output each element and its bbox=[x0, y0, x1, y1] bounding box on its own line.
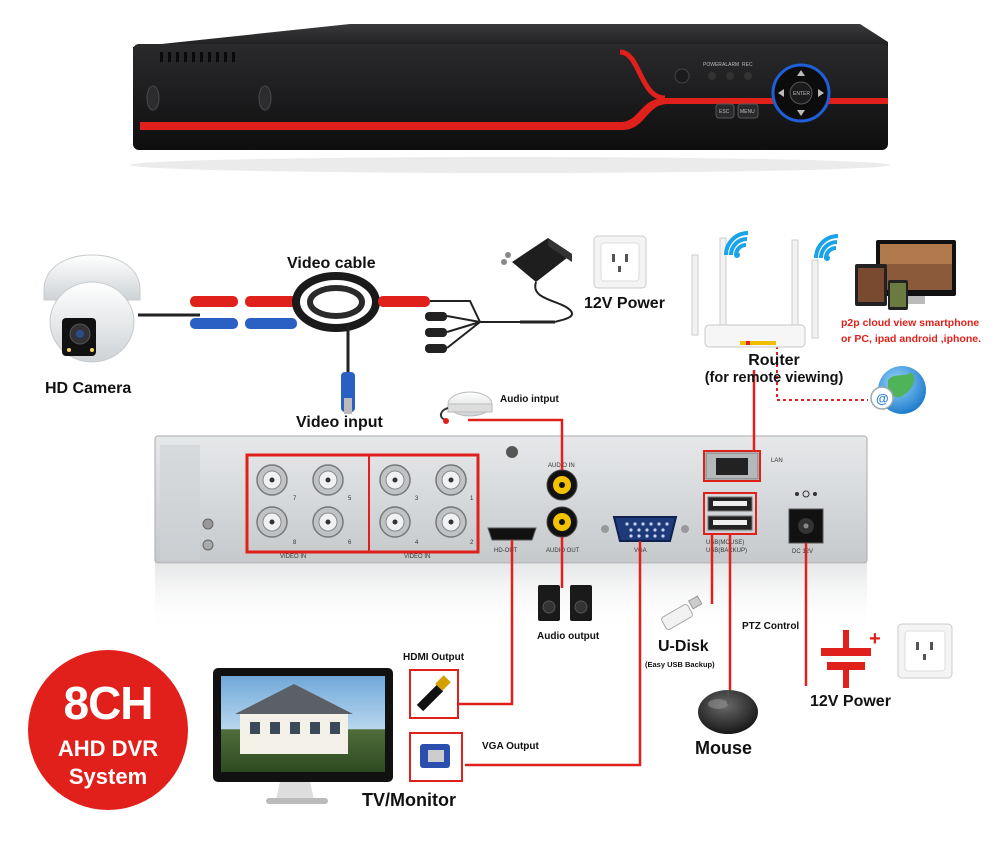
dome-camera bbox=[43, 254, 141, 363]
video-cable-label: Video cable bbox=[287, 255, 376, 272]
video-in-label-left: VIDEO IN bbox=[280, 554, 306, 560]
ptz-control-label: PTZ Control bbox=[742, 621, 800, 632]
viewing-devices bbox=[855, 240, 956, 310]
router-label: Router bbox=[748, 352, 800, 369]
mouse-device bbox=[698, 690, 758, 734]
svg-text:@: @ bbox=[876, 391, 889, 406]
wall-socket-bottom bbox=[897, 623, 953, 679]
audio-input-label: Audio intput bbox=[500, 394, 559, 405]
front-power-label: POWER bbox=[703, 62, 722, 68]
port-number: 1 bbox=[470, 496, 474, 502]
video-in-label-right: VIDEO IN bbox=[404, 554, 430, 560]
port-number: 3 bbox=[415, 496, 419, 502]
video-cable bbox=[138, 272, 555, 414]
p2p-line1: p2p cloud view smartphone bbox=[841, 317, 980, 329]
tv-monitor-label: TV/Monitor bbox=[362, 790, 456, 810]
usb-mouse-label: USB(MOUSE) bbox=[706, 540, 744, 546]
port-number: 8 bbox=[293, 540, 297, 546]
p2p-line2: or PC, ipad android ,iphone. bbox=[841, 333, 982, 345]
product-badge: 8CH AHD DVR System bbox=[28, 650, 188, 810]
hd-out-label: HD-OUT bbox=[494, 548, 518, 554]
dc-label: DC 12V bbox=[792, 549, 813, 555]
u-disk-sub-label: (Easy USB Backup) bbox=[645, 660, 715, 669]
u-disk-label: U-Disk bbox=[658, 638, 709, 655]
video-input-label: Video input bbox=[296, 414, 383, 431]
hdmi-plug bbox=[409, 669, 459, 719]
port-number: 2 bbox=[470, 540, 474, 546]
wifi-signals bbox=[724, 231, 839, 259]
front-enter-label: ENTER bbox=[793, 91, 810, 97]
vga-output-label: VGA Output bbox=[482, 741, 539, 752]
badge-line2: AHD DVR bbox=[57, 736, 159, 761]
audio-output-label: Audio output bbox=[537, 631, 600, 642]
speakers bbox=[538, 585, 592, 621]
connection-lines bbox=[459, 370, 808, 767]
hdmi-output-label: HDMI Output bbox=[403, 652, 465, 663]
badge-line3: System bbox=[68, 764, 148, 789]
port-number: 7 bbox=[293, 496, 297, 502]
microphone bbox=[440, 391, 493, 424]
power-adapter-top bbox=[501, 238, 573, 323]
front-menu-label: MENU bbox=[740, 109, 755, 115]
tv-monitor bbox=[213, 668, 393, 804]
video-in-highlight bbox=[245, 453, 480, 554]
wall-socket-top bbox=[593, 235, 647, 289]
port-number: 6 bbox=[348, 540, 352, 546]
front-alarm-label: ALARM bbox=[722, 62, 739, 68]
router-sub-label: (for remote viewing) bbox=[704, 370, 844, 386]
vga-plug bbox=[409, 732, 463, 782]
port-number: 5 bbox=[348, 496, 352, 502]
svg-text:+: + bbox=[869, 628, 881, 650]
front-esc-label: ESC bbox=[719, 109, 730, 115]
usb-flash-drive bbox=[661, 595, 703, 630]
bnc-ports[interactable] bbox=[256, 464, 467, 538]
mouse-label: Mouse bbox=[695, 738, 753, 758]
power-symbol: + bbox=[821, 628, 881, 688]
hd-camera-label: HD Camera bbox=[45, 380, 132, 397]
front-rec-label: REC bbox=[742, 62, 753, 68]
remote-link-dotted bbox=[776, 346, 868, 401]
badge-line1: 8CH bbox=[63, 677, 153, 729]
power-bottom-label: 12V Power bbox=[810, 693, 891, 710]
internet-globe: @ bbox=[870, 366, 926, 414]
router-device bbox=[691, 237, 819, 348]
power-top-label: 12V Power bbox=[584, 295, 665, 312]
usb-backup-label: USB(BACKUP) bbox=[706, 548, 747, 554]
port-number: 4 bbox=[415, 540, 419, 546]
dvr-front-unit: POWER ALARM REC ESC MENU ENTER bbox=[130, 24, 890, 173]
lan-label: LAN bbox=[771, 458, 783, 464]
